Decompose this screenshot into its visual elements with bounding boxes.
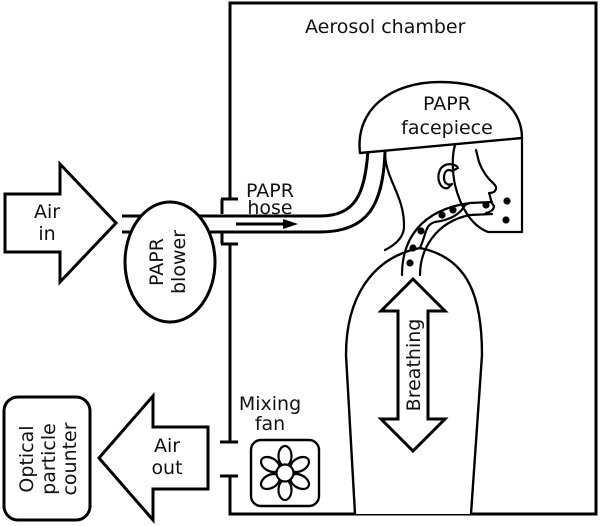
breathing-arrow: Breathing xyxy=(377,276,449,454)
aerosol-particles xyxy=(406,197,511,267)
air-out-label-line1: Air xyxy=(154,435,180,457)
blower-label-line1: PAPR xyxy=(146,238,168,286)
hose-inner xyxy=(205,139,388,234)
breathing-tube-outer xyxy=(400,200,494,277)
particle xyxy=(482,201,490,209)
papr-facepiece: PAPR facepiece xyxy=(358,80,524,234)
mannequin-front-neck xyxy=(418,201,472,250)
papr-hose: PAPR hose xyxy=(195,139,388,234)
mixing-fan-label-line1: Mixing xyxy=(239,393,301,415)
particle xyxy=(502,216,510,224)
papr-blower: PAPR blower xyxy=(123,200,217,324)
hose-label-line2: hose xyxy=(247,197,292,219)
mannequin-face-profile xyxy=(474,148,498,215)
counter-label-line3: counter xyxy=(59,422,81,495)
flow-arrow-head xyxy=(283,219,298,229)
particle xyxy=(406,259,414,267)
mannequin-back-neck xyxy=(383,150,406,252)
mixing-fan: Mixing fan xyxy=(239,393,321,508)
breathing-label: Breathing xyxy=(403,319,425,412)
chamber-wall-upper xyxy=(228,1,598,516)
facepiece-dome xyxy=(358,80,524,155)
particle xyxy=(438,211,446,219)
blower-label-line2: blower xyxy=(168,230,190,294)
aerosol-chamber: Aerosol chamber xyxy=(220,1,598,516)
particle xyxy=(503,197,511,205)
facepiece-label-line2: facepiece xyxy=(401,117,493,139)
particle xyxy=(449,206,457,214)
optical-particle-counter: Optical particle counter xyxy=(2,395,92,522)
air-out-arrow: Air out xyxy=(97,391,210,525)
mixing-fan-label-line2: fan xyxy=(255,413,285,435)
air-in-arrow: Air in xyxy=(3,160,119,286)
hose-outer xyxy=(195,139,372,218)
facepiece-visor xyxy=(451,136,524,234)
fan-icon xyxy=(259,444,311,502)
air-in-label-line2: in xyxy=(38,223,55,245)
particle xyxy=(417,227,425,235)
hose-label-line1: PAPR xyxy=(246,180,294,202)
aerosol-chamber-label: Aerosol chamber xyxy=(305,16,466,38)
air-in-label-line1: Air xyxy=(34,201,60,223)
air-out-label-line2: out xyxy=(151,457,182,479)
particle xyxy=(409,244,417,252)
facepiece-label-line1: PAPR xyxy=(423,93,471,115)
counter-label-line2: particle xyxy=(38,423,60,495)
counter-label-line1: Optical xyxy=(16,425,38,492)
